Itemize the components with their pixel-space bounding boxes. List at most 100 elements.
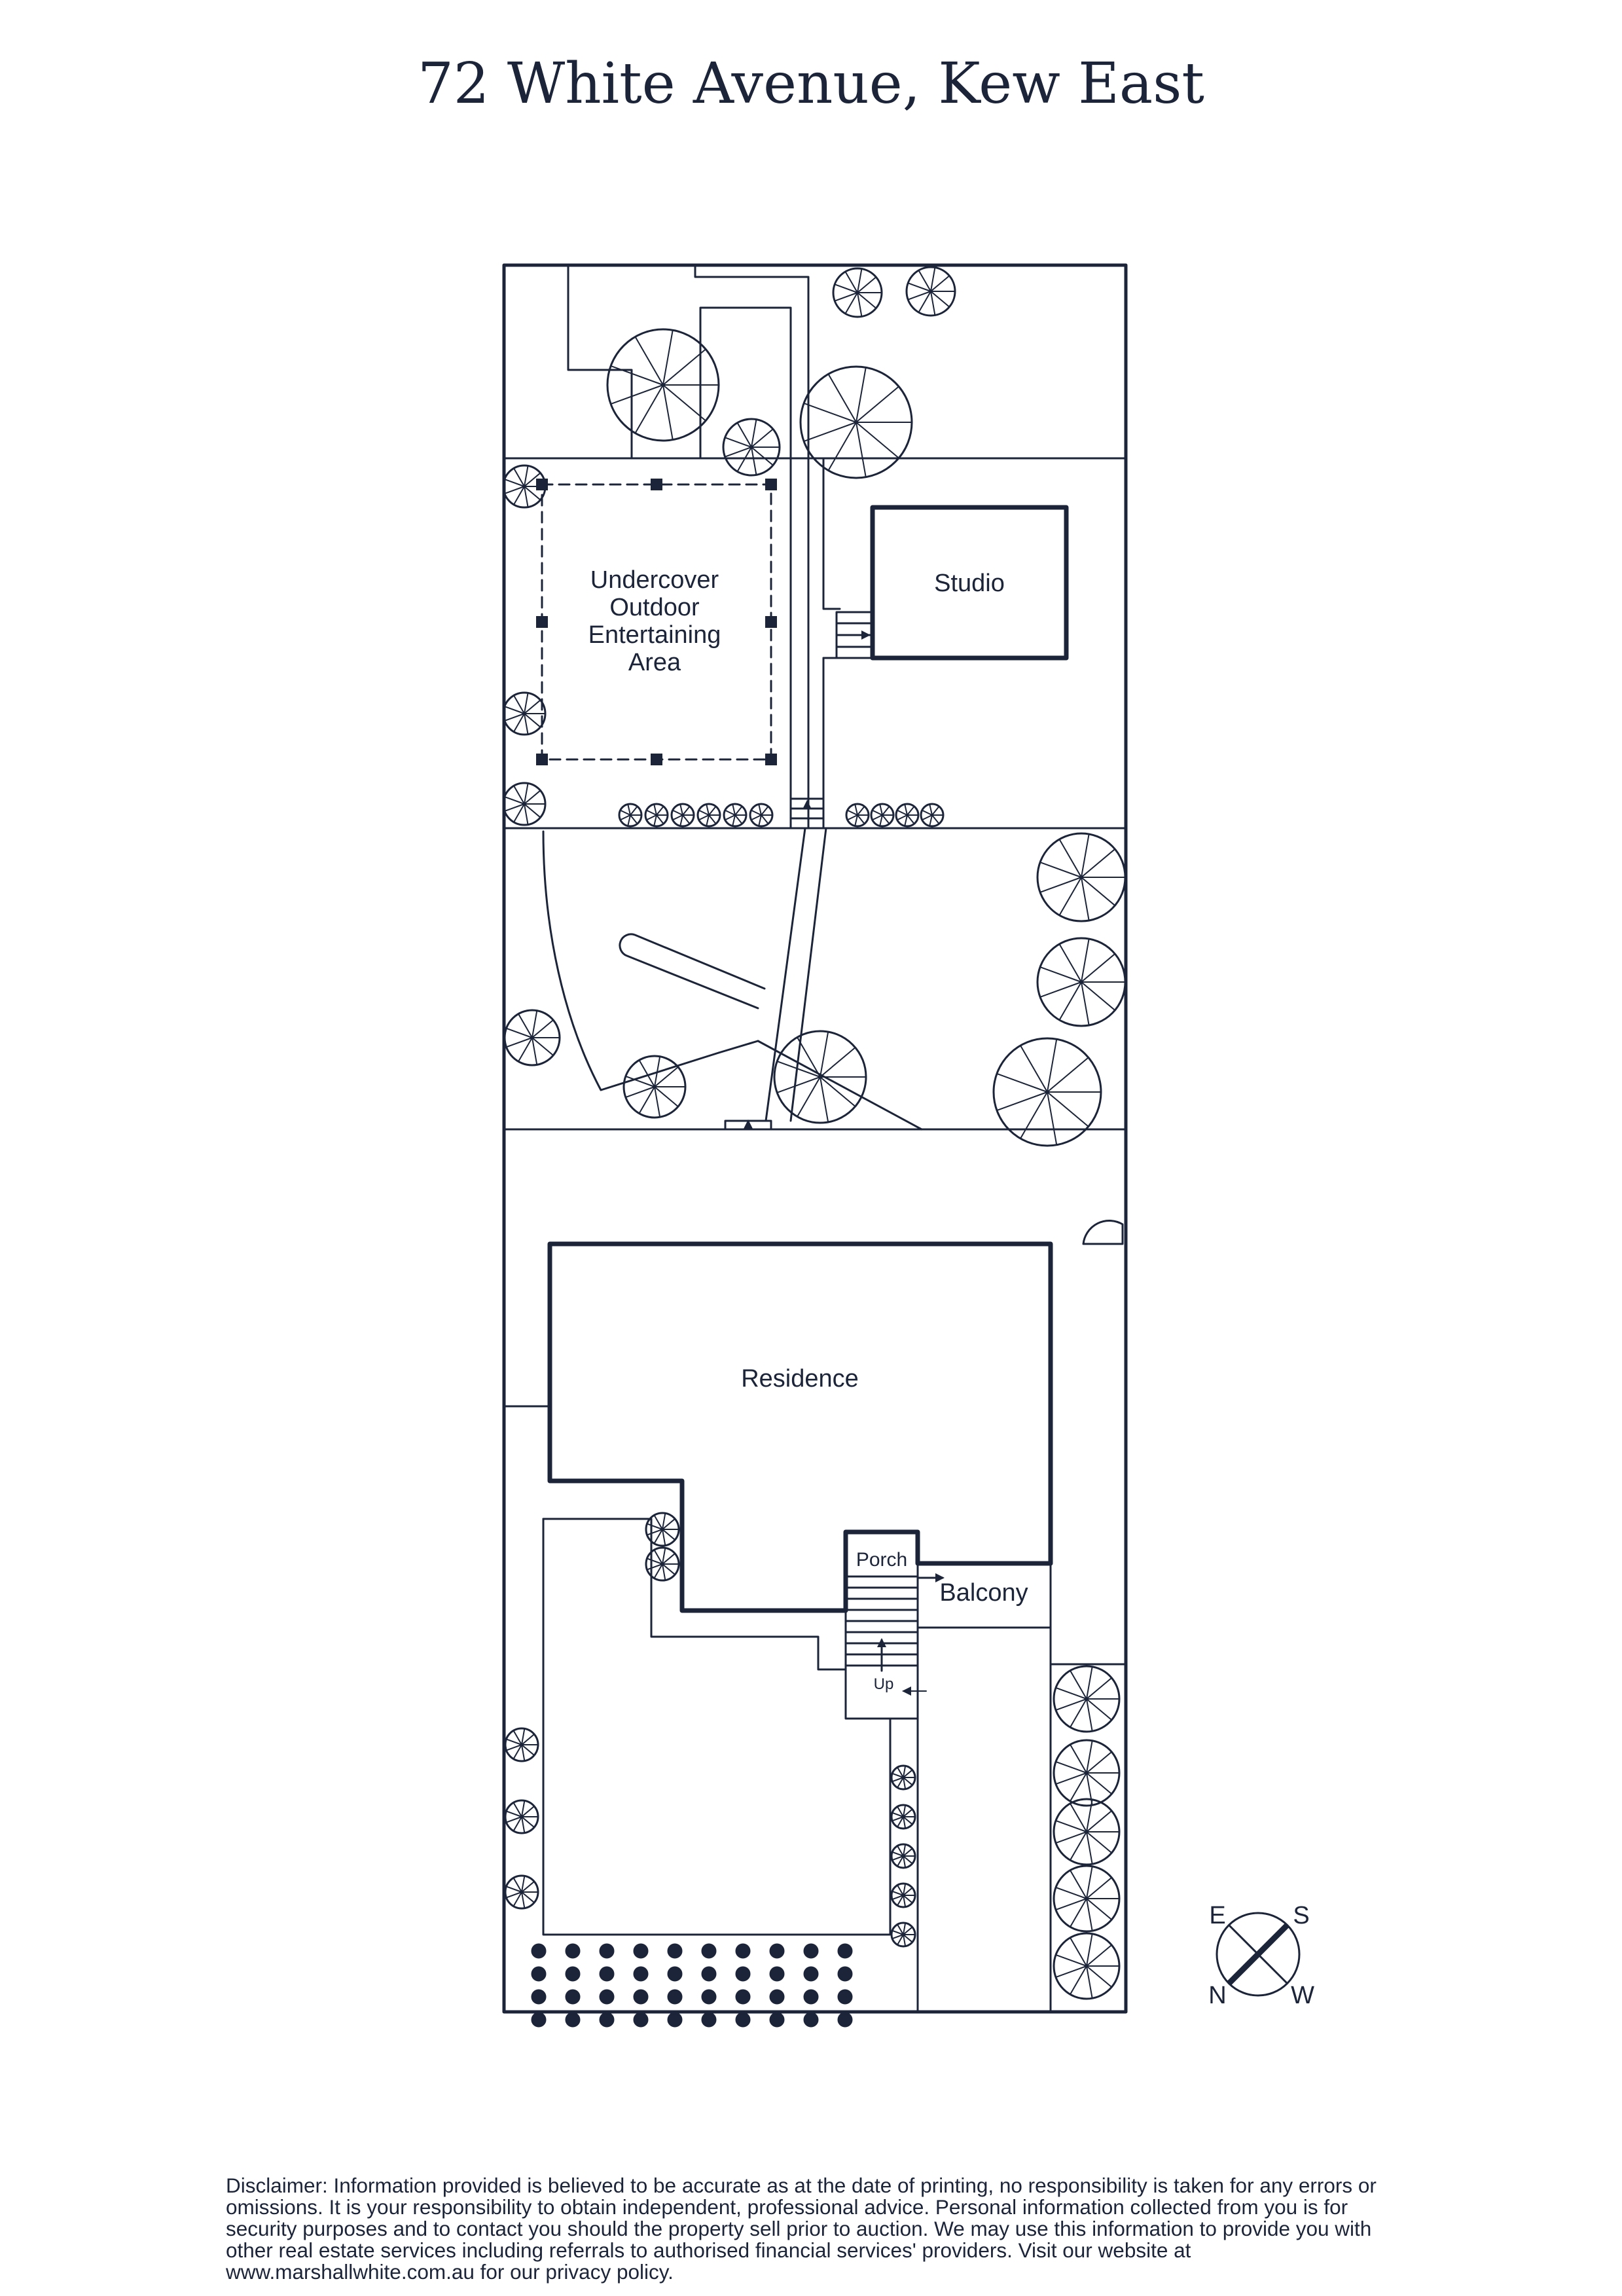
shrub-icon (735, 2012, 751, 2028)
tree-icon (749, 803, 774, 828)
undercover-label-3: Entertaining (588, 621, 721, 649)
balcony (916, 1562, 1052, 1629)
shrub-icon (531, 1943, 547, 1959)
path-mid-right (789, 827, 827, 1122)
tree-icon (618, 803, 643, 828)
shrub-icon (837, 1966, 853, 1982)
tree-icon (503, 1009, 561, 1066)
shrub-icon (633, 2012, 649, 2028)
shrub-icon (599, 1989, 615, 2005)
tree-icon (905, 266, 956, 317)
tree-icon (845, 803, 870, 828)
residence-building (547, 1241, 1053, 1613)
studio-building (870, 505, 1069, 661)
porch-label: Porch (856, 1549, 907, 1571)
shrub-icon (531, 2012, 547, 2028)
shrub-icon (837, 1943, 853, 1959)
compass-e: E (1209, 1902, 1225, 1929)
shrub-icon (531, 1989, 547, 2005)
shrub-icon (803, 2012, 819, 2028)
tree-icon (502, 464, 547, 509)
tree-icon (1053, 1932, 1121, 2000)
shrub-icon (769, 2012, 785, 2028)
shrub-icon (531, 1966, 547, 1982)
tree-icon (992, 1037, 1102, 1147)
studio-label: Studio (934, 570, 1005, 597)
tree-icon (1053, 1798, 1121, 1866)
compass-s: S (1293, 1902, 1309, 1929)
shrub-icon (769, 1943, 785, 1959)
mid-steps (789, 797, 825, 829)
up-label: Up (874, 1675, 894, 1693)
tree-icon (890, 1843, 916, 1869)
shrub-icon (769, 1989, 785, 2005)
shrub-icon (633, 1989, 649, 2005)
tree-icon (870, 803, 895, 828)
tree-icon (890, 1882, 916, 1908)
tree-icon (502, 691, 547, 736)
page-title: 72 White Avenue, Kew East (418, 51, 1204, 117)
tree-icon (622, 1055, 687, 1119)
tree-icon (799, 365, 913, 479)
tree-icon (502, 782, 547, 826)
shrub-icon (837, 1989, 853, 2005)
tree-icon (504, 1799, 539, 1834)
disclaimer-text: Disclaimer: Information provided is beli… (226, 2174, 1377, 2284)
tree-icon (1036, 832, 1126, 922)
top-path-left (567, 264, 633, 460)
shrub-icon (667, 1989, 683, 2005)
shrub-icon (803, 1966, 819, 1982)
shrub-icon (599, 2012, 615, 2028)
shrub-icon (837, 2012, 853, 2028)
tree-icon (1053, 1665, 1121, 1733)
shrub-icon (803, 1943, 819, 1959)
tree-icon (696, 803, 721, 828)
tree-icon (606, 328, 720, 442)
shrub-icon (565, 1989, 581, 2005)
tree-icon (1036, 937, 1126, 1027)
top-path-mid (694, 264, 810, 829)
shrub-icon (565, 1943, 581, 1959)
tree-icon (890, 1764, 916, 1791)
compass-n: N (1208, 1982, 1226, 2009)
tree-icon (504, 1727, 539, 1762)
site-boundary (502, 263, 1128, 2014)
shrub-icon (735, 1966, 751, 1982)
shrub-icon (701, 1989, 717, 2005)
shrub-icon (701, 1943, 717, 1959)
balcony-label: Balcony (939, 1579, 1028, 1607)
tree-icon (670, 803, 695, 828)
tree-icon (644, 803, 669, 828)
tree-icon (504, 1874, 539, 1910)
tree-icon (920, 803, 945, 828)
shrub-icon (667, 1943, 683, 1959)
undercover-label-4: Area (628, 649, 681, 676)
shrub-icon (667, 1966, 683, 1982)
tree-icon (1053, 1865, 1121, 1933)
shrub-icon (701, 2012, 717, 2028)
shrub-icon (565, 1966, 581, 1982)
shrub-icon (667, 2012, 683, 2028)
shrub-icon (599, 1966, 615, 1982)
tree-icon (723, 803, 748, 828)
compass-icon (1216, 1912, 1301, 1997)
shrub-icon (803, 1989, 819, 2005)
path-mid-left (765, 827, 806, 1122)
residence-label: Residence (741, 1365, 859, 1393)
shrub-icon (769, 1966, 785, 1982)
gate-arc (1082, 1220, 1124, 1245)
undercover-label-1: Undercover (590, 566, 719, 594)
shrub-icon (701, 1966, 717, 1982)
compass-w: W (1291, 1982, 1314, 2009)
tree-icon (890, 1922, 916, 1948)
shrub-icon (633, 1943, 649, 1959)
shrub-icon (633, 1966, 649, 1982)
tree-icon (832, 267, 883, 318)
shrub-icon (735, 1989, 751, 2005)
tree-icon (722, 418, 781, 477)
tree-icon (890, 1804, 916, 1830)
tree-icon (645, 1512, 680, 1547)
tree-icon (1053, 1739, 1121, 1807)
shrub-icon (735, 1943, 751, 1959)
